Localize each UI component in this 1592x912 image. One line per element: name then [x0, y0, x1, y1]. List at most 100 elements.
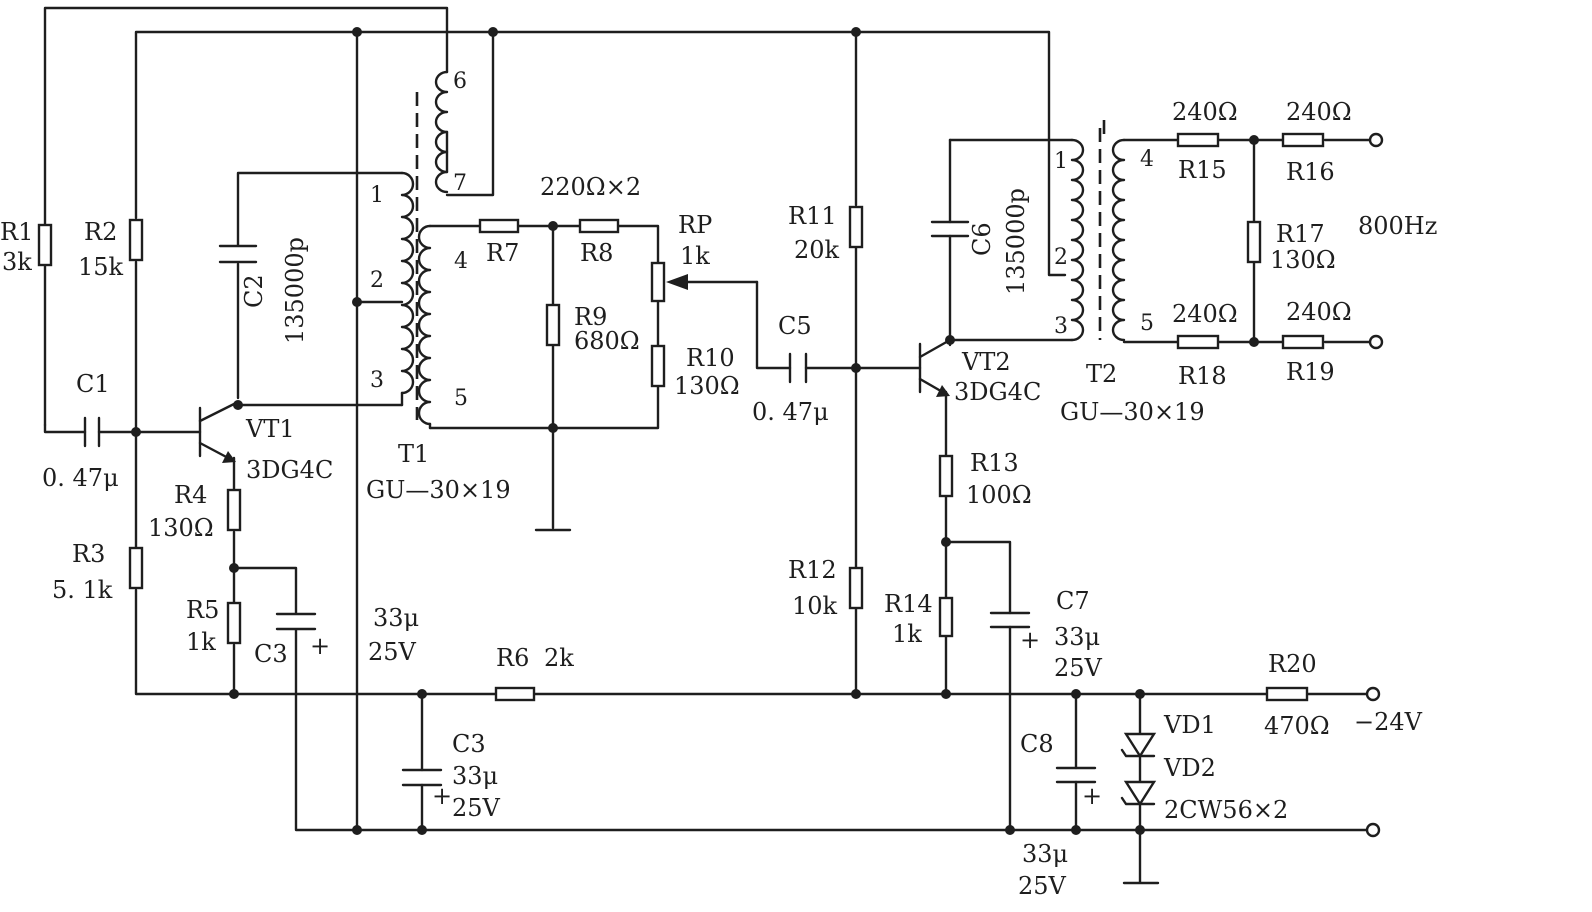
- transformer-t1: [400, 70, 449, 430]
- resistor-r16: [1281, 132, 1325, 148]
- capacitor-c1: [83, 416, 101, 448]
- terminals: [1365, 132, 1384, 838]
- resistor-r8: [578, 218, 620, 234]
- vt2-type: 3DG4C: [954, 378, 1041, 406]
- resistor-r13: [938, 454, 954, 498]
- resistor-r9: [545, 303, 561, 347]
- r15-value: 240Ω: [1172, 98, 1238, 126]
- r16-ref: R16: [1286, 158, 1335, 186]
- resistor-r20: [1265, 686, 1309, 702]
- output-frequency-label: 800Hz: [1358, 212, 1437, 240]
- supply-voltage-label: −24V: [1354, 708, 1423, 736]
- zener-vd1: [1120, 732, 1157, 759]
- c3-upper-voltage: 25V: [368, 638, 417, 666]
- vd-type: 2CW56×2: [1164, 796, 1288, 824]
- r14-ref: R14: [884, 590, 933, 618]
- labels: R1 3k R2 15k R3 5. 1k C1 0. 47μ C2 13500…: [0, 69, 1437, 900]
- capacitor-c7: [989, 611, 1031, 629]
- resistor-rp: [650, 261, 666, 303]
- t1-pin-6: 6: [453, 69, 467, 94]
- vd1-ref: VD1: [1163, 711, 1216, 739]
- r3-value: 5. 1k: [52, 576, 113, 604]
- output-terminal-bottom[interactable]: [1368, 334, 1384, 350]
- wires: [43, 6, 1372, 885]
- potentiometer-wiper-arrow: [666, 274, 688, 290]
- resistor-r3: [128, 546, 144, 590]
- capacitor-c3-lower: [401, 768, 443, 787]
- r12-ref: R12: [788, 556, 837, 584]
- t2-pin-4: 4: [1140, 147, 1154, 172]
- t2-pin-1: 1: [1054, 149, 1068, 174]
- c7-plus: +: [1020, 626, 1040, 654]
- r13-ref: R13: [970, 449, 1019, 477]
- t1-core: GU—30×19: [366, 476, 511, 504]
- resistor-r5: [226, 601, 242, 645]
- r15-ref: R15: [1178, 156, 1227, 184]
- capacitor-c6: [930, 220, 970, 238]
- r10-ref: R10: [686, 344, 735, 372]
- r19-value: 240Ω: [1286, 298, 1352, 326]
- t2-pin-3: 3: [1054, 314, 1068, 339]
- r14-value: 1k: [892, 620, 922, 648]
- capacitor-c2: [218, 244, 258, 264]
- r16-value: 240Ω: [1286, 98, 1352, 126]
- t1-pin-3: 3: [370, 368, 384, 393]
- resistor-r15: [1176, 132, 1220, 148]
- supply-terminal-common[interactable]: [1365, 822, 1381, 838]
- resistor-r17: [1246, 220, 1262, 264]
- r18-value: 240Ω: [1172, 300, 1238, 328]
- c1-ref: C1: [76, 370, 110, 398]
- resistor-r18: [1176, 334, 1220, 350]
- t2-pin-5: 5: [1140, 311, 1154, 336]
- r2-value: 15k: [78, 253, 124, 281]
- resistor-r6: [494, 686, 536, 702]
- r4-value: 130Ω: [148, 514, 214, 542]
- output-terminal-top[interactable]: [1368, 132, 1384, 148]
- r1-ref: R1: [0, 218, 33, 246]
- r20-value: 470Ω: [1264, 712, 1330, 740]
- zener-vd2: [1120, 780, 1157, 807]
- c6-value: 135000p: [1002, 188, 1030, 295]
- c2-ref: C2: [240, 274, 268, 308]
- r1-value: 3k: [2, 248, 32, 276]
- capacitor-c3-upper: [275, 612, 317, 631]
- c7-voltage: 25V: [1054, 654, 1103, 682]
- c8-voltage: 25V: [1018, 872, 1067, 900]
- supply-terminal-negative[interactable]: [1365, 686, 1381, 702]
- t1-pin-1: 1: [370, 183, 384, 208]
- capacitor-c8: [1055, 766, 1097, 784]
- capacitors: [83, 220, 1097, 787]
- capacitor-c5: [788, 352, 808, 384]
- r6-ref: R6: [496, 644, 529, 672]
- resistor-r11: [848, 205, 864, 249]
- resistor-r10: [650, 344, 666, 388]
- t1-pin-7: 7: [453, 171, 467, 196]
- resistor-r7: [478, 218, 520, 234]
- r17-ref: R17: [1276, 220, 1325, 248]
- t2-ref: T2: [1086, 360, 1117, 388]
- vd2-ref: VD2: [1163, 754, 1216, 782]
- t1-pin-4: 4: [454, 249, 468, 274]
- r20-ref: R20: [1268, 650, 1317, 678]
- r10-value: 130Ω: [674, 372, 740, 400]
- r5-ref: R5: [186, 596, 219, 624]
- c3-upper-value: 33μ: [373, 604, 419, 632]
- r9-ref: R9: [574, 303, 607, 331]
- c8-ref: C8: [1020, 730, 1054, 758]
- vt1-type: 3DG4C: [246, 456, 333, 484]
- t1-pin-5: 5: [454, 386, 468, 411]
- c5-ref: C5: [778, 312, 812, 340]
- resistor-r2: [128, 218, 144, 262]
- resistors: [37, 132, 1325, 702]
- r3-ref: R3: [72, 540, 105, 568]
- r11-value: 20k: [794, 236, 840, 264]
- transistor-vt2: [918, 338, 952, 397]
- r4-ref: R4: [174, 481, 207, 509]
- c8-plus: +: [1082, 782, 1102, 810]
- vt1-ref: VT1: [245, 415, 295, 443]
- c6-ref: C6: [968, 222, 996, 256]
- junctions: [131, 27, 1259, 835]
- r2-ref: R2: [84, 218, 117, 246]
- c5-value: 0. 47μ: [752, 398, 829, 426]
- t1-pin-2: 2: [370, 268, 384, 293]
